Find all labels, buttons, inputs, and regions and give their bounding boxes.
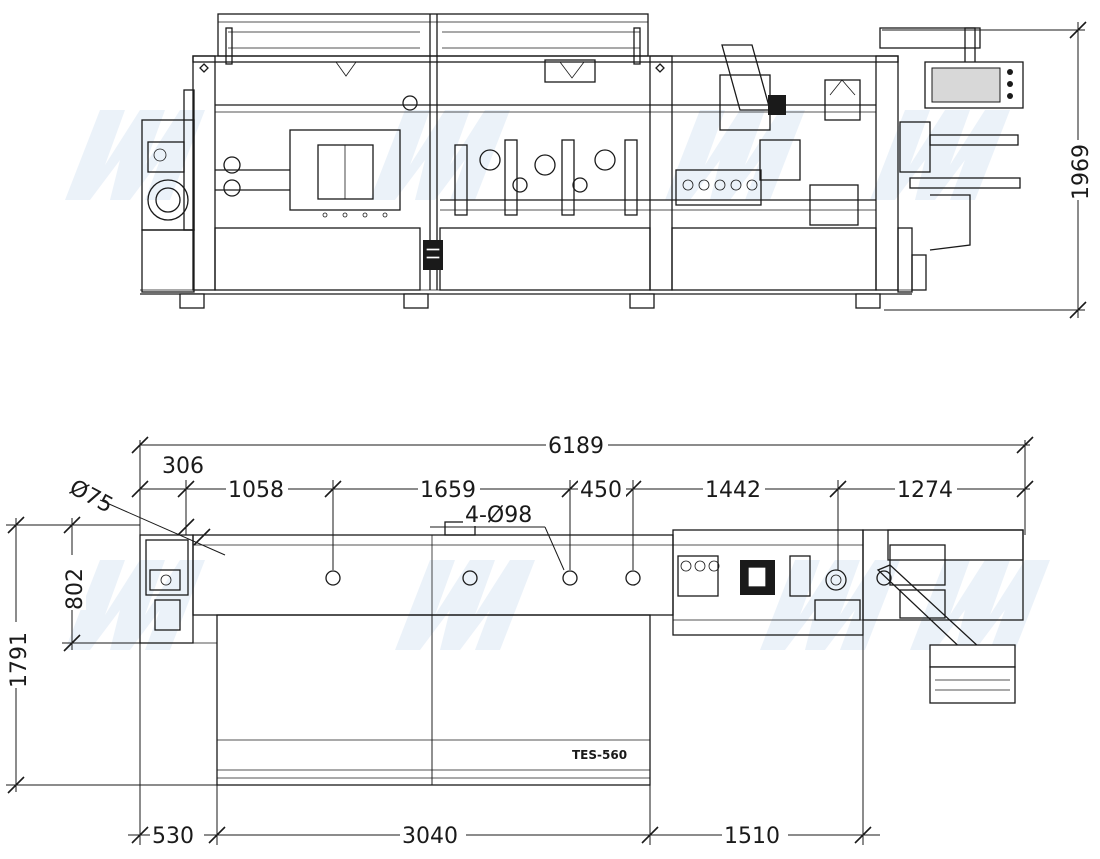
dim-1969: 1969 xyxy=(882,21,1094,319)
dim-chain-bottom: 530 3040 1510 xyxy=(128,635,880,849)
dim-label-306: 306 xyxy=(162,454,204,479)
dim-label-1274: 1274 xyxy=(897,478,953,503)
dim-802: 802 xyxy=(60,516,140,652)
dim-label-3040: 3040 xyxy=(402,824,458,849)
dim-label-1791: 1791 xyxy=(7,632,32,688)
dim-1791: 1791 xyxy=(2,516,217,794)
dim-label-530: 530 xyxy=(152,824,194,849)
dim-holes: 4-Ø98 xyxy=(430,502,565,571)
dim-label-1058: 1058 xyxy=(228,478,284,503)
dim-diameter-75: Ø75 xyxy=(65,475,226,556)
dim-label-1659: 1659 xyxy=(420,478,476,503)
dim-label-6189: 6189 xyxy=(548,434,604,459)
dim-label-1510: 1510 xyxy=(724,824,780,849)
front-view xyxy=(140,13,1024,309)
dim-label-1442: 1442 xyxy=(705,478,761,503)
top-view: TES-560 xyxy=(139,521,1024,786)
dim-chain-top: 306 1058 1659 450 1442 1274 xyxy=(131,452,1034,570)
dim-label-450: 450 xyxy=(580,478,622,503)
model-label: TES-560 xyxy=(572,748,627,762)
dim-label-d75: Ø75 xyxy=(65,475,117,518)
dim-6189: 6189 xyxy=(131,430,1034,535)
dim-label-holes: 4-Ø98 xyxy=(465,503,532,528)
watermark xyxy=(65,110,1050,650)
dim-label-802: 802 xyxy=(63,568,88,610)
dim-label-1969: 1969 xyxy=(1069,144,1094,200)
